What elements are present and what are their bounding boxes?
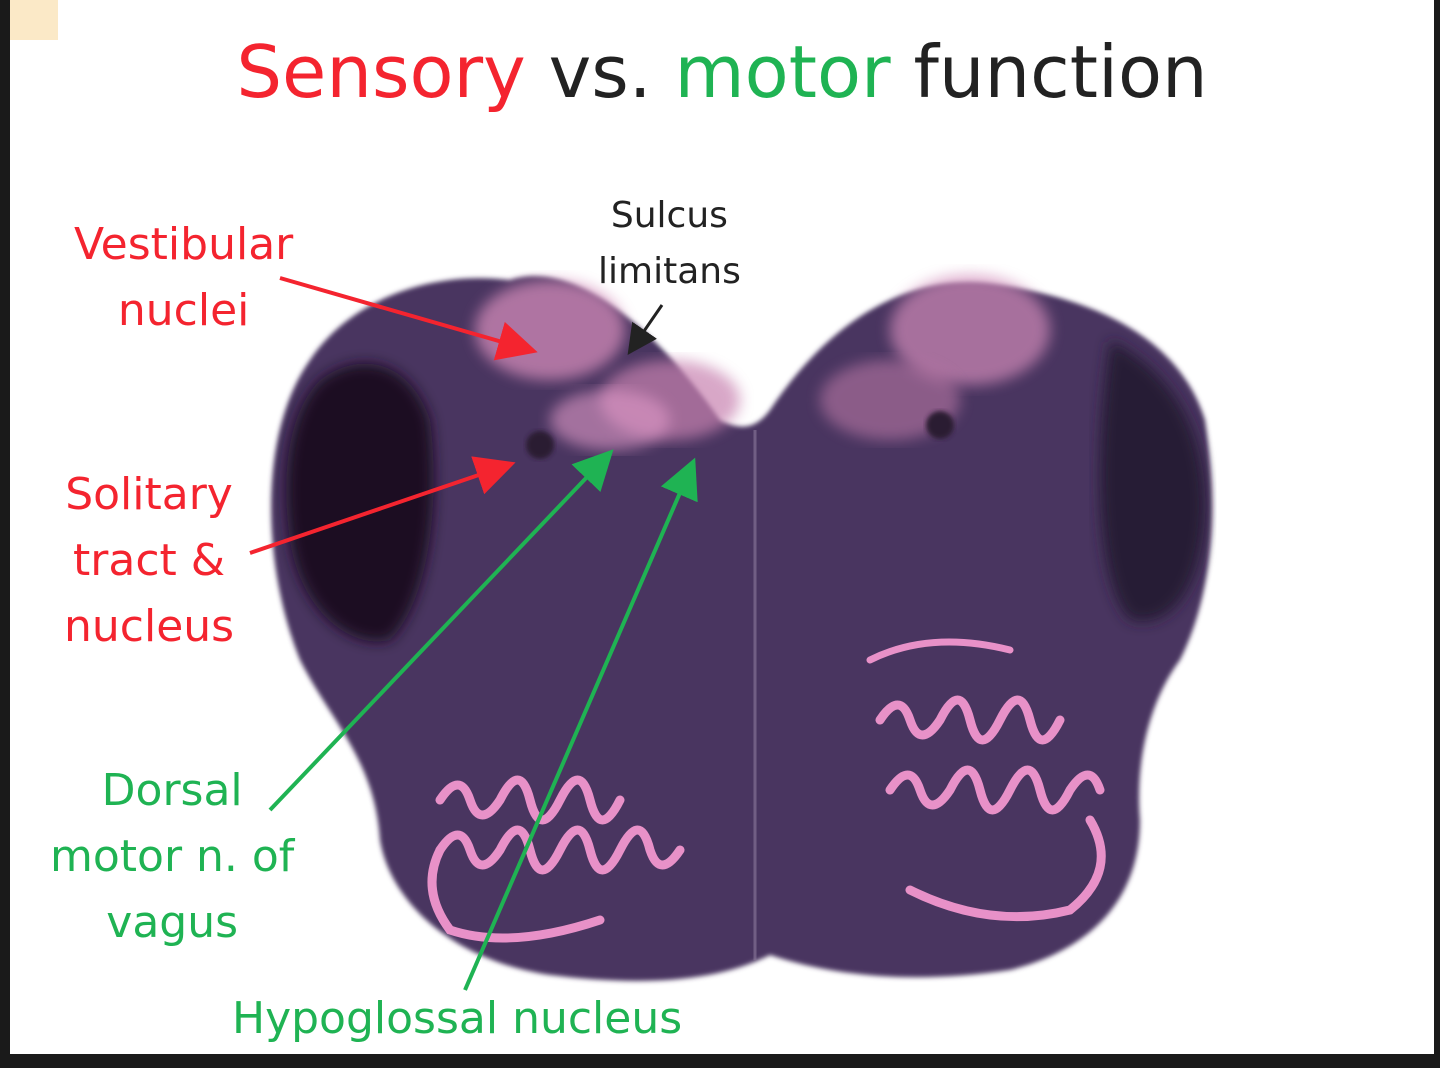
title-vs: vs.: [548, 30, 652, 114]
label-dorsal-motor-vagus: Dorsal motor n. of vagus: [50, 765, 295, 948]
title-motor: motor: [674, 30, 891, 114]
arrow-vestibular: [279, 276, 538, 361]
slide-title: Sensory vs. motor function: [10, 26, 1434, 118]
arrow-dorsal-motor: [268, 449, 614, 812]
medulla-section-image: [271, 275, 1212, 981]
arrow-solitary: [249, 456, 516, 555]
arrow-sulcus: [627, 304, 664, 355]
title-sensory: Sensory: [236, 30, 526, 114]
title-function: function: [913, 30, 1208, 114]
corner-tab: [10, 0, 58, 40]
annotation-arrows: [249, 276, 698, 991]
label-solitary-tract-nucleus: Solitary tract & nucleus: [64, 469, 235, 652]
slide: Sensory vs. motor function: [10, 0, 1434, 1054]
tissue-outline: [271, 276, 1212, 981]
label-hypoglossal-nucleus: Hypoglossal nucleus: [232, 993, 683, 1044]
arrow-hypoglossal: [463, 457, 698, 991]
label-sulcus-limitans: Sulcus limitans: [598, 195, 741, 292]
label-vestibular-nuclei: Vestibular nuclei: [74, 219, 294, 336]
